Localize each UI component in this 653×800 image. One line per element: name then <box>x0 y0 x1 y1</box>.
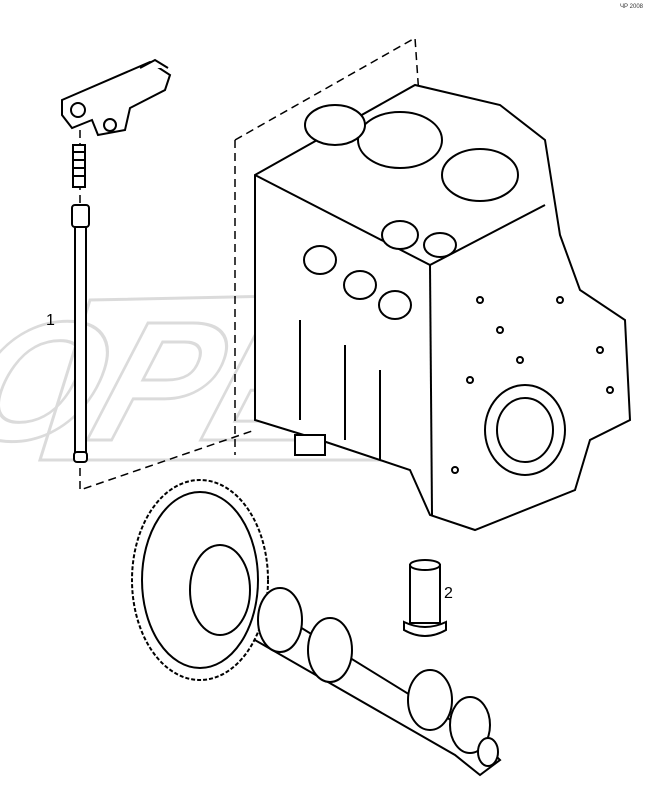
callout-2: 2 <box>444 585 453 602</box>
camshaft-part <box>131 479 502 777</box>
corner-tag: ЧР 2008 <box>620 4 644 10</box>
cylinder-block-part <box>254 83 632 532</box>
callout-1: 1 <box>46 312 55 329</box>
adjusting-screw-part <box>72 144 86 188</box>
rocker-arm-part <box>61 58 172 137</box>
tappet-part <box>403 559 447 637</box>
push-rod-part <box>71 204 90 463</box>
